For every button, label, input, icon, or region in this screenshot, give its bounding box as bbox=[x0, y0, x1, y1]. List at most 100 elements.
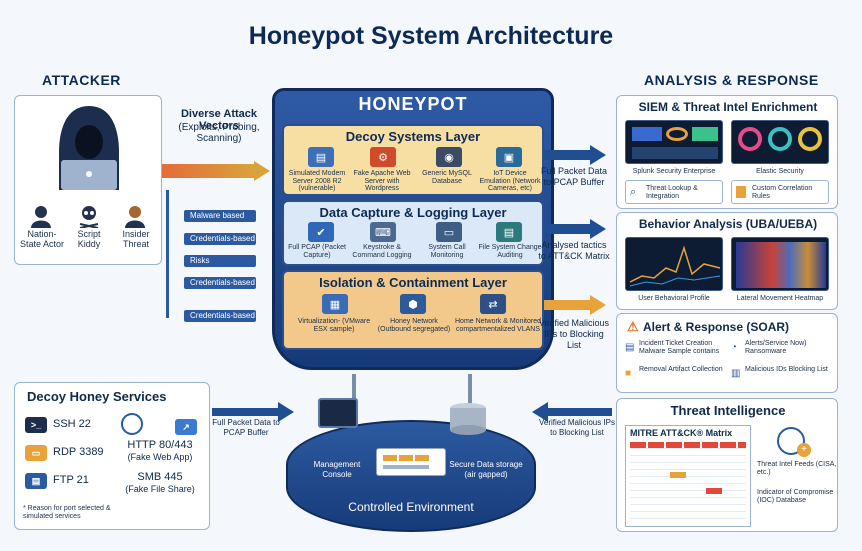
vector-bar: Risks bbox=[184, 255, 256, 267]
file-audit-icon: ▤ bbox=[496, 222, 522, 242]
threat-intel-title: Threat Intelligence bbox=[670, 403, 786, 418]
uba-view: User Behavioral Profile bbox=[638, 295, 710, 302]
bell-icon: ◔ bbox=[731, 342, 738, 353]
flow-arrow-head bbox=[590, 219, 606, 239]
elastic-dashboard bbox=[731, 120, 829, 164]
siem-panel: SIEM & Threat Intel Enrichment Splunk Se… bbox=[616, 95, 838, 209]
skull-icon bbox=[79, 206, 99, 228]
flow-arrow-head bbox=[590, 295, 606, 315]
controlled-label: Controlled Environment bbox=[348, 500, 474, 514]
vectors-sub: (Exploits, Probing, Scanning) bbox=[178, 122, 260, 144]
behavior-chart bbox=[625, 237, 723, 291]
decoy-layer: Decoy Systems Layer ▤ ⚙ ◉ ▣ Simulated Mo… bbox=[282, 124, 544, 196]
console-monitor-icon bbox=[318, 398, 358, 428]
soar-panel: ⚠ Alert & Response (SOAR) ▤ Incident Tic… bbox=[616, 313, 838, 393]
iot-icon: ▣ bbox=[496, 147, 522, 167]
virtualization-icon: ▦ bbox=[322, 294, 348, 314]
capture-layer-title: Data Capture & Logging Layer bbox=[319, 205, 507, 220]
isolation-item: Honey Network (Outbound segregated) bbox=[377, 318, 451, 333]
correlation-box: Custom Correlation Rules bbox=[731, 180, 829, 204]
flow-arrow-head bbox=[532, 402, 548, 422]
analysis-heading: ANALYSIS & RESPONSE bbox=[644, 72, 819, 88]
flow-arrow bbox=[544, 300, 592, 310]
lock-icon: ■ bbox=[625, 368, 632, 379]
heatmap bbox=[731, 237, 829, 291]
web-server-icon: ⚙ bbox=[370, 147, 396, 167]
service-item: SMB 445 bbox=[137, 471, 183, 483]
ticket-icon: ▤ bbox=[625, 342, 635, 353]
siem-feature: Custom Correlation Rules bbox=[752, 185, 813, 200]
decoy-item: IoT Device Emulation (Network Cameras, e… bbox=[479, 170, 541, 193]
dashboard-thumb bbox=[376, 448, 446, 476]
uba-panel: Behavior Analysis (UBA/UEBA) User Behavi… bbox=[616, 212, 838, 310]
attacker-panel: Nation-State Actor Script Kiddy Insider … bbox=[14, 95, 162, 265]
siem-title: SIEM & Threat Intel Enrichment bbox=[638, 100, 818, 114]
ftp-icon: ▤ bbox=[25, 473, 47, 489]
service-item: SSH 22 bbox=[53, 418, 91, 430]
honeypot-label: HONEYPOT bbox=[358, 94, 468, 114]
database-icon: ◉ bbox=[436, 147, 462, 167]
flow-arrow bbox=[546, 408, 612, 416]
soar-item: Alerts/Service Now) Ransomware bbox=[745, 340, 807, 355]
matrix-title: MITRE ATT&CK® Matrix bbox=[630, 428, 733, 438]
monitor-icon: ▭ bbox=[436, 222, 462, 242]
service-item: RDP 3389 bbox=[53, 446, 104, 458]
vector-bar: Malware based bbox=[184, 210, 256, 222]
vectors-title: Diverse Attack Vectors bbox=[180, 108, 258, 132]
threat-lookup-box: ⌕ Threat Lookup & Integration bbox=[625, 180, 723, 204]
hacker-icon bbox=[59, 106, 119, 190]
flow-arrow bbox=[212, 408, 280, 416]
service-item: (Fake File Share) bbox=[125, 484, 195, 494]
decoy-layer-title: Decoy Systems Layer bbox=[345, 129, 481, 144]
ioc-database: Indicator of Compromise (IOC) Database bbox=[757, 489, 834, 504]
flow-label: Full Packet Data to PCAP Buffer bbox=[212, 418, 280, 437]
line-chart-icon bbox=[629, 245, 721, 287]
isolation-item: Virtualization- (VMware ESX sample) bbox=[297, 318, 371, 333]
flow-label: Analysed tactics to ATT&CK Matrix bbox=[538, 240, 610, 261]
attacker-type: Script Kiddy bbox=[77, 229, 101, 249]
isolation-layer-title: Isolation & Containment Layer bbox=[319, 275, 507, 290]
capture-layer: Data Capture & Logging Layer ✔ ⌨ ▭ ▤ Ful… bbox=[282, 200, 544, 266]
flow-arrow bbox=[544, 224, 592, 234]
secure-storage: Secure Data storage (air gapped) bbox=[449, 460, 523, 479]
capture-icon: ✔ bbox=[308, 222, 334, 242]
uba-title: Behavior Analysis (UBA/UEBA) bbox=[638, 217, 818, 231]
management-console: Management Console bbox=[313, 460, 361, 479]
services-footnote: * Reason for port selected & simulated s… bbox=[23, 505, 111, 520]
soar-title: Alert & Response (SOAR) bbox=[643, 320, 790, 334]
decoy-item: Fake Apache Web Server with Wordpress bbox=[353, 170, 411, 193]
siem-feature: Threat Lookup & Integration bbox=[646, 185, 698, 200]
attacker-heading: ATTACKER bbox=[42, 72, 121, 88]
globe-icon bbox=[777, 427, 805, 455]
uba-view: Lateral Movement Heatmap bbox=[736, 295, 824, 302]
soar-item: Incident Ticket Creation Malware Sample … bbox=[639, 340, 720, 355]
flow-arrow-head bbox=[278, 402, 294, 422]
keyboard-icon: ⌨ bbox=[370, 222, 396, 242]
services-panel: Decoy Honey Services >_ SSH 22 ▭ RDP 338… bbox=[14, 382, 210, 530]
soar-item: Malicious IDs Blocking List bbox=[745, 366, 828, 373]
matrix-grid bbox=[630, 442, 746, 524]
siem-tool: Splunk Security Enterprise bbox=[632, 168, 716, 175]
services-title: Decoy Honey Services bbox=[27, 389, 167, 404]
controlled-base bbox=[286, 420, 536, 532]
flow-label: Verified Malicious IPs to Blocking List bbox=[538, 418, 616, 437]
capture-item: Keystroke & Command Logging bbox=[352, 244, 412, 259]
threat-intel-panel: Threat Intelligence MITRE ATT&CK® Matrix… bbox=[616, 398, 838, 532]
alert-icon: ⚠ bbox=[627, 319, 639, 334]
vector-bar: Credentials-based bbox=[184, 277, 256, 289]
threat-feeds: Threat Intel Feeds (CISA, etc.) bbox=[757, 461, 837, 476]
service-item: (Fake Web App) bbox=[127, 452, 193, 462]
rules-icon bbox=[736, 186, 746, 198]
service-item: FTP 21 bbox=[53, 474, 89, 486]
vector-bar: Credentials-based bbox=[184, 310, 256, 322]
server-icon: ▤ bbox=[308, 147, 334, 167]
soar-item: Removal Artifact Collection bbox=[639, 366, 723, 373]
rdp-icon: ▭ bbox=[25, 445, 47, 461]
network-icon: ⬢ bbox=[400, 294, 426, 314]
page-title: Honeypot System Architecture bbox=[248, 22, 614, 50]
isolation-item: Home Network & Monitored compartmentaliz… bbox=[455, 318, 541, 333]
storage-icon bbox=[450, 403, 486, 435]
web-app-icon: ↗ bbox=[175, 419, 197, 435]
flow-arrow-head bbox=[590, 145, 606, 165]
flow-label: Verified Malicious IPs to Blocking List bbox=[538, 318, 610, 350]
